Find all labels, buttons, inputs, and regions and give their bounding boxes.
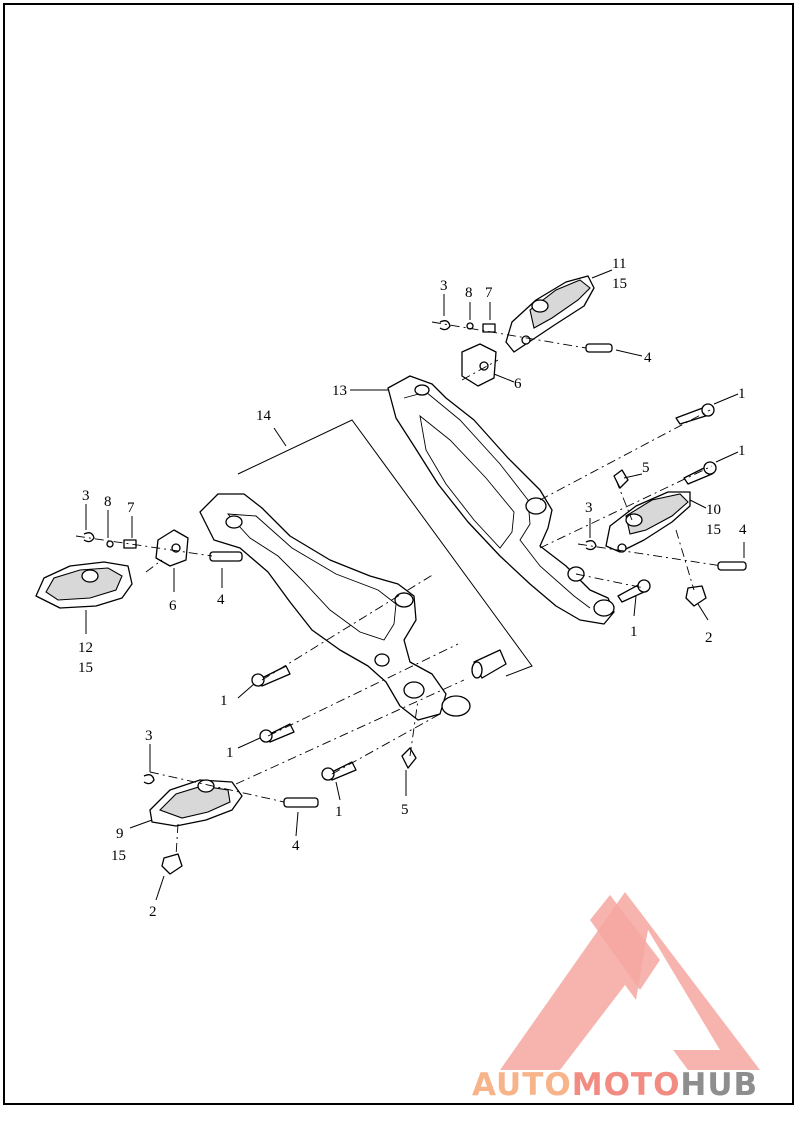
right-lower-retaining-clip xyxy=(585,540,597,551)
leader-lines xyxy=(85,269,745,901)
right-upper-retaining-clip xyxy=(439,320,451,331)
callout-6: 6 xyxy=(169,598,177,614)
callout-2: 2 xyxy=(149,904,157,920)
right-upper-mount-block xyxy=(461,343,497,387)
callout-4: 4 xyxy=(217,592,225,608)
callout-15: 15 xyxy=(612,276,627,292)
group-bracket-14 xyxy=(237,419,533,677)
left-wear-peg xyxy=(161,853,183,875)
callout-1: 1 xyxy=(220,693,228,709)
callout-10: 10 xyxy=(706,502,721,518)
callout-8: 8 xyxy=(465,285,473,301)
callout-5: 5 xyxy=(401,802,409,818)
watermark-text-auto: AUTO xyxy=(472,1067,572,1103)
callout-1: 1 xyxy=(738,386,746,402)
right-bolt-middle-head xyxy=(703,461,717,475)
callout-3: 3 xyxy=(440,278,448,294)
callout-8: 8 xyxy=(104,494,112,510)
callout-15: 15 xyxy=(78,660,93,676)
left-lower-retaining-clip xyxy=(143,774,155,785)
callout-7: 7 xyxy=(485,285,493,301)
left-footpeg-bracket xyxy=(199,493,447,721)
diagram-frame xyxy=(3,3,794,1105)
right-lower-footpeg xyxy=(605,491,691,553)
right-upper-footpeg xyxy=(505,275,595,353)
callout-1: 1 xyxy=(738,443,746,459)
left-upper-ball xyxy=(106,540,114,548)
right-bolt-top-head xyxy=(701,403,715,417)
callout-13: 13 xyxy=(332,383,347,399)
right-upper-ball xyxy=(466,322,474,330)
left-bolt-lower-head xyxy=(321,767,335,781)
logo-triangle-cutout xyxy=(600,930,720,1050)
callout-14: 14 xyxy=(256,408,272,424)
left-upper-footpeg xyxy=(35,561,133,609)
callout-1: 1 xyxy=(226,745,234,761)
watermark-text: AUTOMOTOHUB xyxy=(472,1067,758,1103)
callout-11: 11 xyxy=(612,256,626,272)
assembly-centerlines xyxy=(75,321,723,857)
right-bolt-lower-head xyxy=(637,579,651,593)
left-lower-pin xyxy=(283,797,319,808)
left-upper-spring xyxy=(123,539,137,549)
callout-3: 3 xyxy=(585,500,593,516)
left-upper-mount-block xyxy=(155,529,189,567)
watermark-text-moto: MOTO xyxy=(572,1067,681,1103)
callout-12: 12 xyxy=(78,640,93,656)
left-bolt-middle-head xyxy=(259,729,273,743)
watermark-text-hub: HUB xyxy=(680,1067,758,1103)
callout-5: 5 xyxy=(642,460,650,476)
callout-4: 4 xyxy=(644,350,652,366)
right-cotter-pin xyxy=(613,469,629,489)
callout-1: 1 xyxy=(630,624,638,640)
left-bushing xyxy=(441,649,507,717)
callout-3: 3 xyxy=(145,728,153,744)
callout-3: 3 xyxy=(82,488,90,504)
logo-triangle-peak xyxy=(590,895,660,990)
right-lower-pin xyxy=(717,561,747,571)
callout-7: 7 xyxy=(127,500,135,516)
callout-2: 2 xyxy=(705,630,713,646)
left-cotter-pin xyxy=(401,747,417,769)
callout-4: 4 xyxy=(292,838,300,854)
callout-1: 1 xyxy=(335,804,343,820)
right-footpeg-bracket xyxy=(387,375,615,625)
callout-15: 15 xyxy=(706,522,721,538)
callout-numbers: 3 8 7 11 15 4 6 13 1 1 5 3 10 15 4 1 2 1… xyxy=(78,256,747,920)
right-upper-spring xyxy=(482,323,496,333)
callout-9: 9 xyxy=(116,826,124,842)
callout-6: 6 xyxy=(514,376,522,392)
left-lower-footpeg xyxy=(149,779,243,827)
callout-15: 15 xyxy=(111,848,126,864)
right-wear-peg xyxy=(685,585,707,607)
watermark-logo xyxy=(500,892,760,1070)
left-small-hardware xyxy=(83,532,417,875)
right-upper-pin xyxy=(585,343,613,353)
left-bolt-upper-head xyxy=(251,673,265,687)
callout-4: 4 xyxy=(739,522,747,538)
left-upper-retaining-clip xyxy=(83,532,95,543)
left-upper-pin xyxy=(209,551,243,562)
